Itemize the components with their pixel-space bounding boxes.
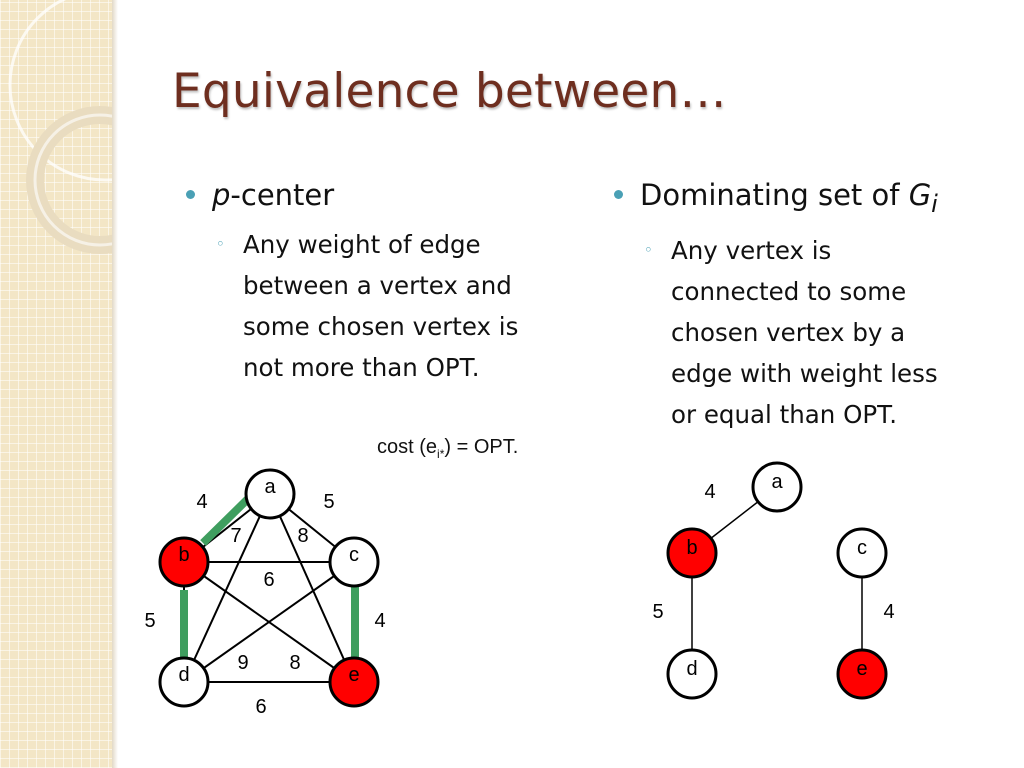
vertex-right-e (836, 648, 888, 700)
vertex-right-label-d: d (686, 658, 697, 680)
edge-weight-bd: 5 (144, 610, 155, 632)
vertex-label-d: d (178, 664, 189, 686)
vertex-b (158, 536, 210, 588)
vertex-c (328, 536, 380, 588)
edge-cd (183, 561, 355, 683)
right-column: Dominating set of Gi ◦ Any vertex is con… (614, 178, 1014, 435)
vertex-right-label-b: b (686, 537, 697, 559)
edge-right-weight-ab: 4 (704, 481, 715, 503)
edge-weight-bc: 6 (263, 569, 274, 591)
sub-bullet-text: Any vertex is connected to some chosen v… (671, 235, 938, 429)
edge-right-weight-bd: 5 (652, 601, 663, 623)
bullet-icon (186, 190, 195, 199)
vertex-label-b: b (178, 544, 189, 566)
bullet-heading: Dominating set of Gi (640, 178, 938, 218)
ring-bullet-icon: ◦ (216, 235, 225, 253)
edge-weight-ae: 8 (297, 525, 308, 547)
edge-weight-ce: 4 (374, 610, 385, 632)
edge-weight-ad: 7 (230, 525, 241, 547)
sub-bullet-text: Any weight of edge between a vertex and … (243, 230, 519, 382)
vertex-right-c (836, 527, 888, 579)
vertex-right-a (751, 461, 803, 513)
bullet-icon (614, 190, 623, 199)
vertex-a (244, 468, 296, 520)
vertex-right-b (666, 527, 718, 579)
vertex-label-a: a (264, 476, 276, 498)
vertex-right-label-e: e (856, 658, 867, 680)
edge-ad (183, 493, 271, 683)
vertex-right-label-c: c (857, 537, 867, 559)
vertex-right-label-a: a (771, 471, 783, 493)
decorative-rings (8, 0, 112, 254)
edge-weight-de: 6 (255, 696, 266, 718)
slide-title: Equivalence between… (172, 64, 727, 119)
ring-bullet-icon: ◦ (644, 240, 653, 259)
decorative-sidebar (0, 0, 112, 768)
vertex-e (328, 656, 380, 708)
vertex-label-e: e (348, 664, 359, 686)
edge-right-weight-ce: 4 (883, 601, 894, 623)
cost-equation: cost (ei*) = OPT. (377, 436, 519, 461)
sub-bullet-p-center: ◦ Any weight of edge between a vertex an… (216, 224, 566, 388)
bullet-heading: p-center (212, 178, 335, 212)
bullet-dominating-set: Dominating set of Gi (614, 178, 1014, 218)
edge-weight-ac: 5 (323, 491, 334, 513)
left-column: p-center ◦ Any weight of edge between a … (186, 178, 566, 388)
vertex-label-c: c (349, 544, 359, 566)
edge-ae (269, 493, 355, 683)
edge-weight-be: 8 (289, 652, 300, 674)
edge-weight-cd: 9 (237, 652, 248, 674)
vertex-d (158, 656, 210, 708)
vertex-right-d (666, 648, 718, 700)
edge-weight-ab: 4 (196, 491, 207, 513)
sub-bullet-dominating-set: ◦ Any vertex is connected to some chosen… (644, 230, 1014, 435)
sidebar-edge (112, 0, 118, 768)
bullet-p-center: p-center (186, 178, 566, 212)
